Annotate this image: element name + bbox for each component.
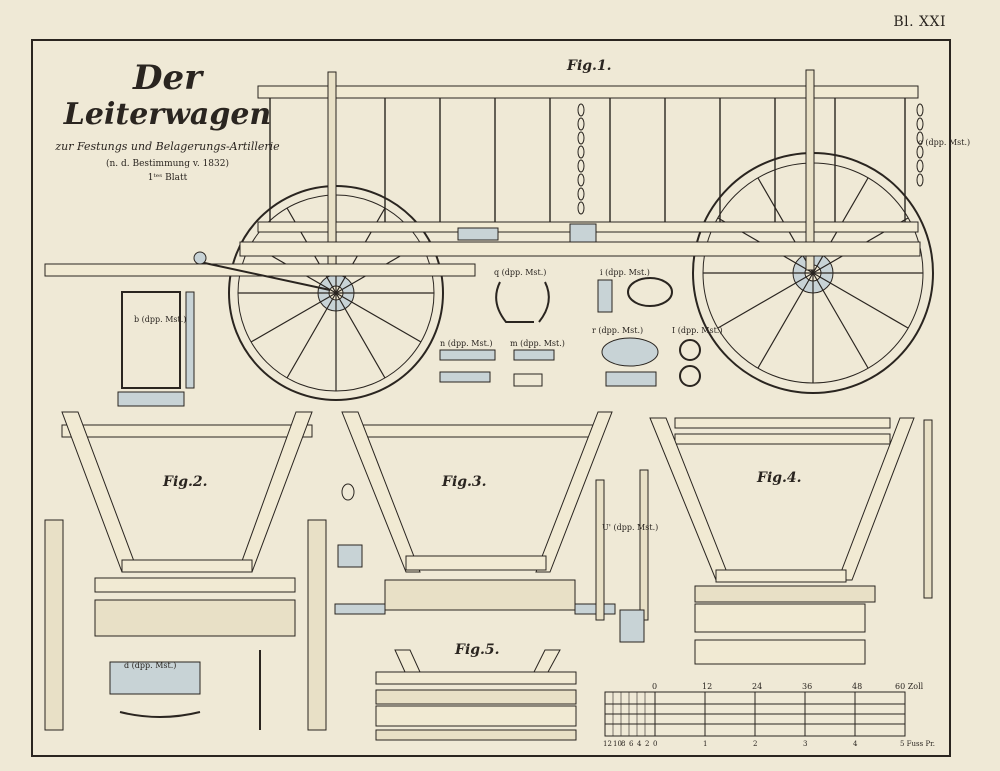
fig1-side-elevation (44, 69, 934, 401)
scale-num: 5 Fuss Pr. (900, 740, 935, 748)
scale-num: 12 (702, 682, 712, 691)
scale-num: 1 (703, 740, 707, 748)
title-line-2: Leiterwagen (63, 97, 272, 132)
part-label-i: i (dpp. Mst.) (600, 268, 650, 277)
chain (577, 103, 585, 215)
pole-D (44, 263, 476, 277)
sheet-number: 1ᵗᵉˢ Blatt (147, 173, 188, 183)
title-block: Der Leiterwagen zur Festungs und Belager… (40, 58, 295, 183)
fig5-label: Fig.5. (455, 642, 500, 658)
fig4-rear-view (649, 417, 933, 665)
scale-num: 3 (803, 740, 807, 748)
scale-num: 6 (629, 740, 634, 748)
top-rail-H (257, 85, 919, 99)
langbaum-E (239, 241, 921, 257)
fig3-front-view (334, 411, 649, 643)
fig2-label: Fig.2. (163, 474, 208, 490)
part-label-U: U' (dpp. Mst.) (602, 523, 658, 532)
part-label-n: n (dpp. Mst.) (440, 339, 492, 348)
scale-num: 36 (802, 682, 812, 691)
fig5-detail (375, 649, 577, 741)
scale-num: 2 (753, 740, 757, 748)
scale-num: 4 (637, 740, 642, 748)
plate-number: Bl. XXI (893, 14, 946, 30)
scale-num: 12 (603, 740, 612, 748)
part-labels: b (dpp. Mst.) q (dpp. Mst.) i (dpp. Mst.… (124, 138, 970, 670)
part-label-d: d (dpp. Mst.) (124, 661, 176, 670)
scale-num: 8 (621, 740, 625, 748)
scale-bottom-numbers: 12 10 8 6 4 2 0 1 2 3 4 5 Fuss Pr. (603, 740, 935, 748)
scale-num: 0 (652, 682, 657, 691)
part-label-o: o (dpp. Mst.) (918, 138, 970, 147)
title-line-1: Der (132, 58, 203, 98)
part-label-I: I (dpp. Mst.) (672, 326, 722, 335)
fig1-label: Fig.1. (567, 58, 612, 74)
scale-bar (604, 691, 906, 737)
fig3-label: Fig.3. (442, 474, 487, 490)
scale-num: 24 (752, 682, 762, 691)
chain-right (916, 103, 924, 187)
fig2-rear-view (44, 411, 327, 731)
regulation-note: (n. d. Bestimmung v. 1832) (105, 159, 229, 169)
scale-num: 4 (853, 740, 858, 748)
part-label-r: r (dpp. Mst.) (592, 326, 643, 335)
part-label-q: q (dpp. Mst.) (494, 268, 546, 277)
part-label-b: b (dpp. Mst.) (134, 315, 186, 324)
part-label-m: m (dpp. Mst.) (510, 339, 565, 348)
scale-num: 2 (645, 740, 649, 748)
plate-border (31, 39, 951, 757)
scale-num: 48 (852, 682, 862, 691)
scale-top-numbers: 0 12 24 36 48 60 Zoll (652, 682, 924, 691)
fig4-label: Fig.4. (757, 470, 802, 486)
scale-num: 10 (613, 740, 622, 748)
scale-num: 0 (653, 740, 657, 748)
scale-num: 60 Zoll (895, 682, 924, 691)
subtitle: zur Festungs und Belagerungs-Artillerie (55, 140, 280, 153)
detail-parts-row (117, 277, 701, 407)
